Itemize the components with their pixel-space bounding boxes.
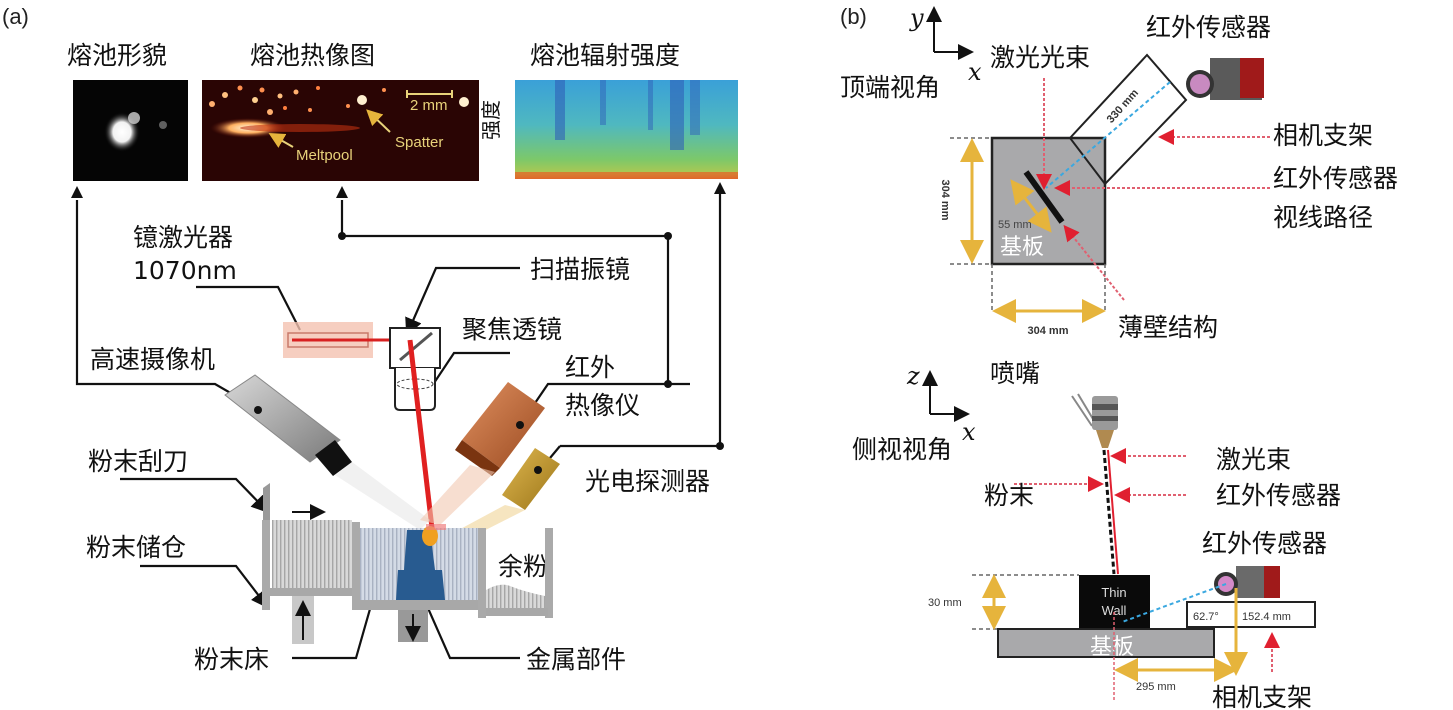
laser-label-line1: 镱激光器 <box>133 223 233 252</box>
ir-camera-label-line1: 红外 <box>565 353 615 382</box>
excess-powder-label: 余粉 <box>498 552 548 581</box>
camera-connection-line <box>75 200 150 386</box>
high-speed-camera <box>224 374 430 530</box>
galvo-leader <box>405 266 520 337</box>
side-view-axis-z: z <box>906 362 920 390</box>
thin-wall-label: 薄壁结构 <box>1118 313 1218 342</box>
top-view-ir-sensor-label: 红外传感器 <box>1146 13 1271 42</box>
panel-b-label: (b) <box>840 4 867 29</box>
thin-wall-text-line1: Thin <box>1101 585 1126 600</box>
photodetector-label: 光电探测器 <box>585 467 710 496</box>
laser-beam <box>407 339 435 529</box>
nozzle-label: 喷嘴 <box>990 359 1040 388</box>
side-ir-path <box>1121 583 1227 623</box>
meltpool-thermal-title: 熔池热像图 <box>250 41 375 70</box>
recoater-leader <box>120 477 270 514</box>
laser-leader <box>196 285 301 331</box>
high-speed-camera-label: 高速摄像机 <box>90 345 215 374</box>
top-view-axes: y x <box>909 4 982 86</box>
side-ir-sensor <box>1214 566 1280 598</box>
top-view-axis-y: y <box>909 4 924 32</box>
ir-thermal-camera <box>420 382 545 525</box>
meltpool-radiation-image <box>515 80 738 179</box>
meltpool-thermal-image: 2 mm Meltpool Spatter <box>202 80 479 181</box>
meltpool-morphology-title: 熔池形貌 <box>67 41 167 70</box>
thin-wall-text-line2: Wall <box>1102 603 1127 618</box>
nozzle <box>1071 393 1118 448</box>
powder-stream <box>1102 449 1116 575</box>
ir-camera-label-line2: 热像仪 <box>565 391 640 420</box>
meltpool-annotation: Meltpool <box>296 147 353 164</box>
powder-bed-machine <box>262 483 553 644</box>
laser-label-line2: 1070nm <box>133 256 237 285</box>
metal-part-leader <box>417 585 520 660</box>
dim-55: 55 mm <box>998 219 1032 231</box>
focus-lens-leader <box>431 351 510 387</box>
powder-bed-label: 粉末床 <box>194 645 269 674</box>
top-view-substrate-label: 基板 <box>1000 235 1044 260</box>
top-view-title: 顶端视角 <box>840 73 940 102</box>
side-thin-wall: Thin Wall <box>1079 575 1150 629</box>
side-view-axes: z x <box>906 362 976 446</box>
meltpool-morphology-image <box>73 80 188 181</box>
laser-source <box>283 322 410 358</box>
side-substrate-label: 基板 <box>1090 635 1134 660</box>
side-view-axis-x: x <box>962 418 976 446</box>
galvo-label: 扫描振镜 <box>530 255 630 284</box>
side-ir-sensor-label: 红外传感器 <box>1202 529 1327 558</box>
recoater-label: 粉末刮刀 <box>88 447 188 476</box>
metal-part-label: 金属部件 <box>526 645 626 674</box>
powder-label: 粉末 <box>984 481 1034 510</box>
side-view-title: 侧视视角 <box>852 435 952 464</box>
focus-lens-label: 聚焦透镜 <box>462 315 562 344</box>
powder-reservoir-leader <box>140 564 269 609</box>
ir-path-label-line2: 视线路径 <box>1273 203 1373 232</box>
top-view-axis-x: x <box>968 58 982 86</box>
top-view-ir-path <box>1045 81 1171 189</box>
side-substrate: 基板 <box>997 628 1215 660</box>
side-laser-beam <box>1107 449 1119 575</box>
panel-a-label: (a) <box>2 4 29 29</box>
dim-30: 30 mm <box>928 597 962 609</box>
spatter-annotation: Spatter <box>395 134 443 151</box>
intensity-axis-label: 强度 <box>479 100 503 140</box>
scale-bar-label: 2 mm <box>410 97 448 114</box>
top-view-ir-sensor <box>1186 58 1264 100</box>
camera-mount-label: 相机支架 <box>1273 121 1373 150</box>
side-laser-beam-label: 激光束 <box>1216 445 1291 474</box>
side-camera-mount-label: 相机支架 <box>1212 683 1312 710</box>
dim-304-horizontal: 304 mm <box>1028 325 1069 337</box>
powder-reservoir-label: 粉末储仓 <box>86 533 186 562</box>
side-camera-mount: 62.7° 152.4 mm <box>1186 601 1316 628</box>
dim-304-vertical: 304 mm <box>939 180 951 221</box>
thin-wall-leader <box>1063 224 1125 301</box>
dim-330: 330 mm <box>1105 87 1141 126</box>
top-view-laser-beam-label: 激光光束 <box>990 43 1090 72</box>
dim-295: 295 mm <box>1136 681 1176 693</box>
meltpool-radiation-title: 熔池辐射强度 <box>530 41 680 70</box>
ir-path-label-line1: 红外传感器 <box>1273 164 1398 193</box>
side-ir-path-label: 红外传感器 <box>1216 481 1341 510</box>
dim-152: 152.4 mm <box>1242 611 1291 623</box>
angle-label: 62.7° <box>1193 611 1219 623</box>
